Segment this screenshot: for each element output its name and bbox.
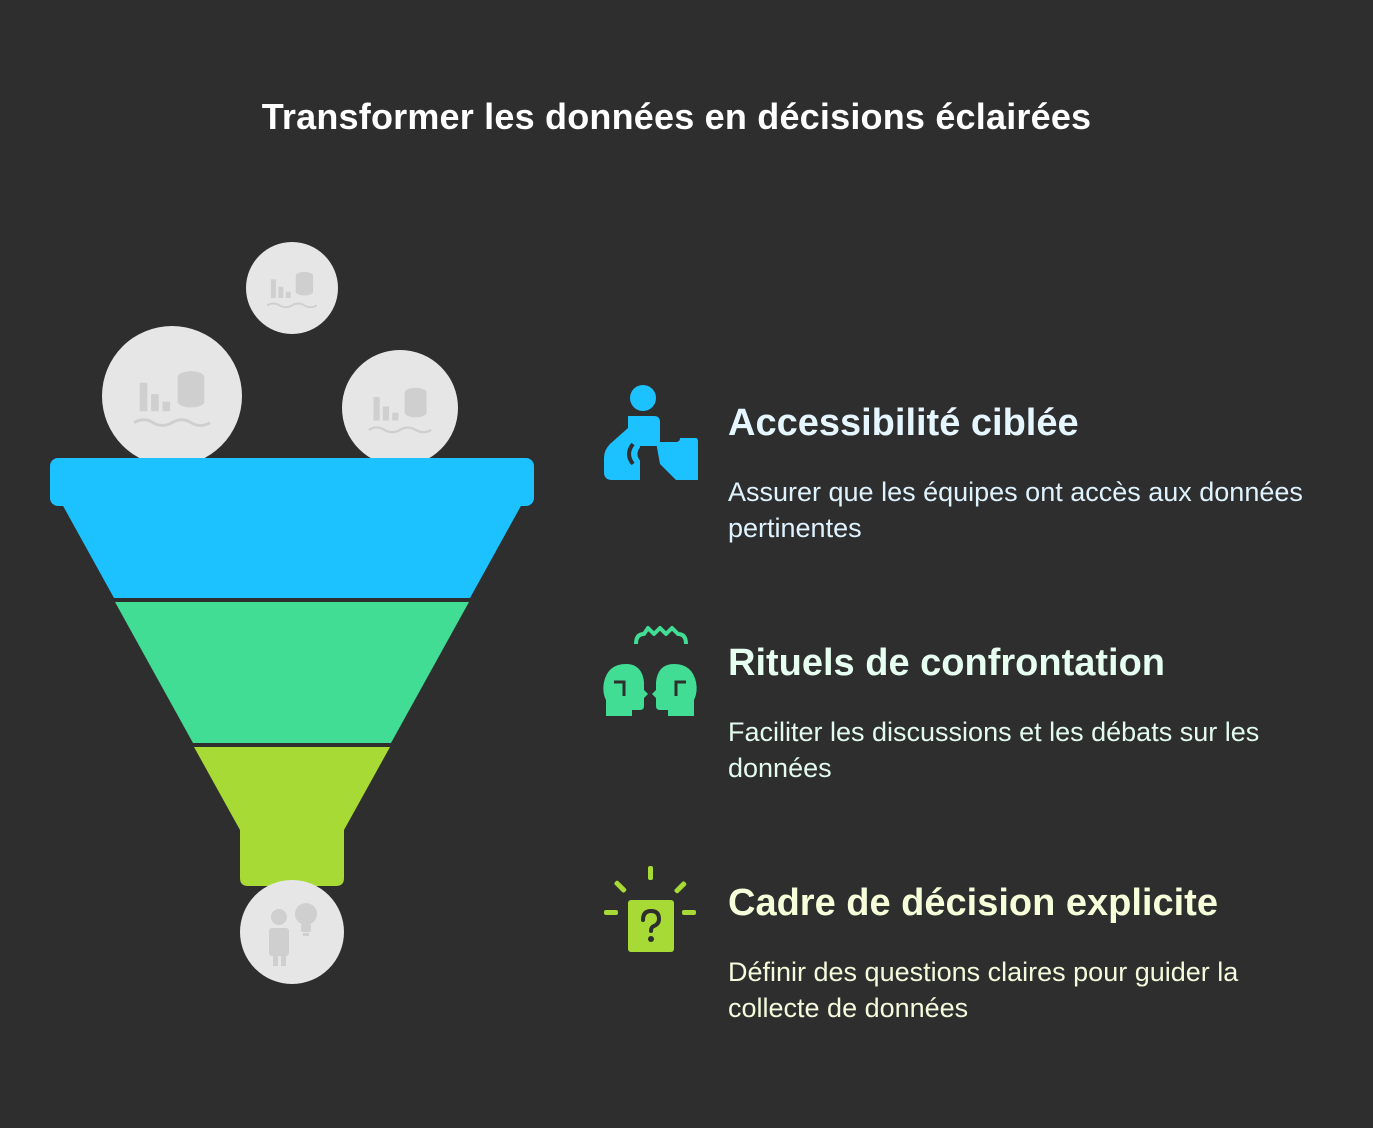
funnel-diagram [50,242,534,984]
data-chart-database-icon [266,271,318,309]
data-chart-database-icon [368,387,432,434]
data-chart-database-icon [133,371,211,427]
funnel-stage-decision [194,747,390,886]
funnel-stage-confrontation [115,602,469,743]
debate-heads-icon [603,626,697,716]
item-heading: Accessibilité ciblée [728,402,1079,444]
item-description: Définir des questions claires pour guide… [728,957,1239,1023]
data-bubble-top [246,242,338,334]
question-box-icon [604,866,696,952]
output-bubble [240,880,344,984]
person-access-icon [604,385,698,480]
item-description: Assurer que les équipes ont accès aux do… [728,477,1303,543]
funnel-rim [50,458,534,506]
page-title: Transformer les données en décisions écl… [261,96,1092,137]
data-bubble-right [342,350,458,466]
item-description: Faciliter les discussions et les débats … [728,717,1260,783]
person-lightbulb-icon [269,903,317,966]
data-bubble-left [102,326,242,466]
item-heading: Cadre de décision explicite [728,882,1218,924]
funnel-stage-accessibility [62,504,522,598]
item-heading: Rituels de confrontation [728,642,1165,684]
